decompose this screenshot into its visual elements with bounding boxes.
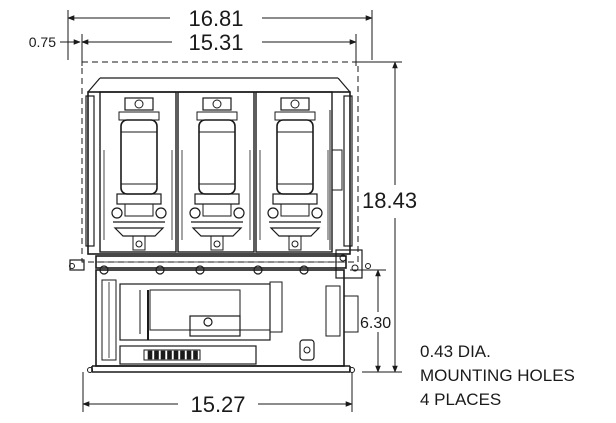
dim-lower-height: 6.30 xyxy=(360,315,391,332)
terminal-stud xyxy=(186,350,192,360)
dimension-lines xyxy=(60,10,402,412)
terminal-stud xyxy=(180,350,185,360)
vacuum-interrupter-poles xyxy=(99,91,333,253)
terminal-block xyxy=(147,350,198,360)
terminal-stud xyxy=(193,350,198,360)
terminal-stud xyxy=(160,350,166,360)
terminal-stud xyxy=(147,350,153,360)
dim-overall-width: 16.81 xyxy=(188,6,243,31)
lower-mechanism xyxy=(91,269,359,373)
dim-base-width: 15.27 xyxy=(190,392,245,417)
mounting-hole xyxy=(69,263,75,269)
mounting-holes xyxy=(69,263,371,373)
note-line-3: 4 PLACES xyxy=(420,390,502,409)
dim-overall-height: 18.43 xyxy=(362,188,417,213)
pole-1 xyxy=(99,91,177,253)
terminal-stud xyxy=(167,350,172,360)
terminal-stud xyxy=(173,350,179,360)
note-line-1: 0.43 DIA. xyxy=(420,342,491,361)
note-line-2: MOUNTING HOLES xyxy=(420,366,575,385)
pole-2 xyxy=(177,91,255,253)
crossbar-rail xyxy=(69,249,363,279)
dim-mounting-width: 15.31 xyxy=(188,30,243,55)
pole-3 xyxy=(255,91,333,253)
mounting-hole-note: 0.43 DIA. MOUNTING HOLES 4 PLACES xyxy=(420,340,575,412)
mounting-hole xyxy=(87,367,93,373)
mounting-hole xyxy=(349,367,355,373)
terminal-stud xyxy=(154,350,159,360)
mounting-hole xyxy=(365,263,371,269)
dim-offset: 0.75 xyxy=(29,34,56,50)
